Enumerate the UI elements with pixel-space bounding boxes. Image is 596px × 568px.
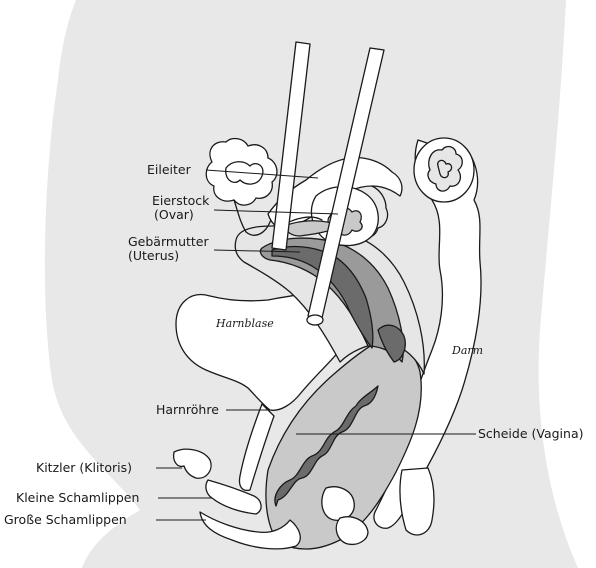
label-eierstock: Eierstock (152, 193, 210, 208)
label-grosse-schamlippen: Große Schamlippen (4, 512, 127, 527)
label-uterus: (Uterus) (128, 248, 179, 263)
darm-lower-fold (400, 468, 434, 535)
label-harnblase: Harnblase (215, 317, 274, 330)
label-darm: Darm (451, 344, 483, 357)
label-eileiter: Eileiter (147, 162, 192, 177)
label-ovar: (Ovar) (154, 207, 194, 222)
label-harnroehre: Harnröhre (156, 402, 219, 417)
label-kleine-schamlippen: Kleine Schamlippen (16, 490, 139, 505)
label-kitzler: Kitzler (Klitoris) (36, 460, 132, 475)
label-gebaermutter: Gebärmutter (128, 234, 209, 249)
probe-right-tip (307, 315, 323, 325)
label-scheide: Scheide (Vagina) (478, 426, 583, 441)
